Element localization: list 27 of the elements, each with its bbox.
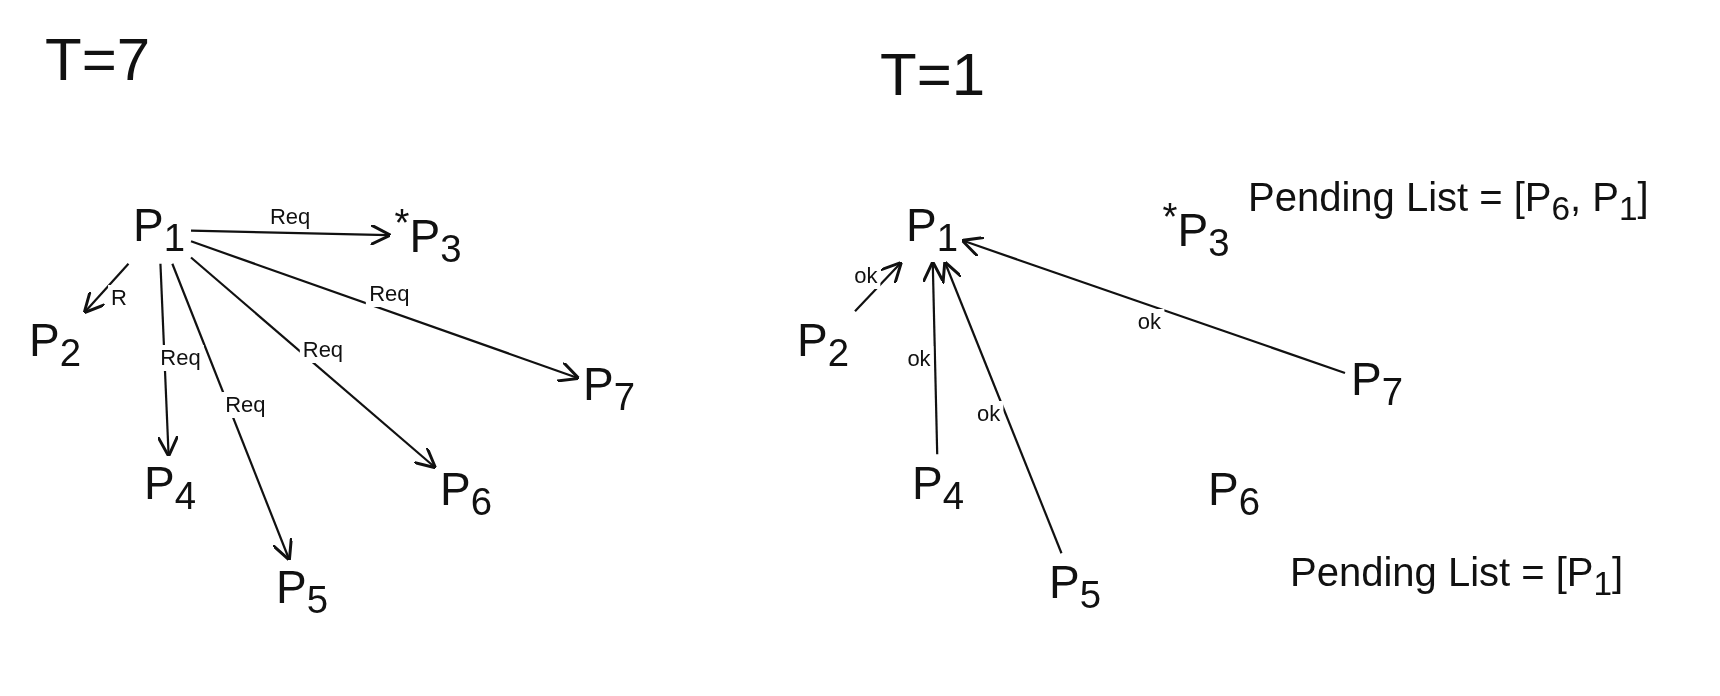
arrow	[190, 256, 437, 470]
process-label: P$_{4}$	[912, 460, 964, 516]
time-heading: T=7	[45, 25, 151, 94]
process-label: P$_{7}$	[583, 361, 635, 417]
arrow	[171, 263, 293, 562]
process-label: P$_{1}$	[133, 202, 185, 258]
process-label: P$_{1}$	[906, 202, 958, 258]
process-label: P$_{7}$	[1351, 356, 1403, 412]
process-label: P$_{4}$	[144, 460, 196, 516]
arrow	[82, 263, 130, 315]
process-label: P$_{6}$	[440, 466, 492, 522]
process-label: $^{*}$P$_{3}$	[394, 203, 462, 269]
pending-list-note: Pending List = [P$_{1}$]	[1290, 550, 1624, 603]
process-label: P$_{2}$	[797, 317, 849, 373]
arrow	[191, 223, 392, 247]
arrow	[921, 260, 945, 455]
arrow	[941, 260, 1063, 554]
process-label: P$_{2}$	[29, 317, 81, 373]
process-label: P$_{5}$	[276, 564, 328, 620]
process-label: P$_{5}$	[1049, 559, 1101, 615]
process-label: P$_{6}$	[1208, 466, 1260, 522]
arrow	[854, 260, 903, 312]
arrow	[190, 240, 581, 383]
pending-list-note: Pending List = [P$_{6}$, P$_{1}$]	[1248, 175, 1649, 228]
time-heading: T=1	[880, 40, 986, 109]
arrow	[960, 236, 1346, 374]
process-label: $^{*}$P$_{3}$	[1162, 197, 1230, 263]
